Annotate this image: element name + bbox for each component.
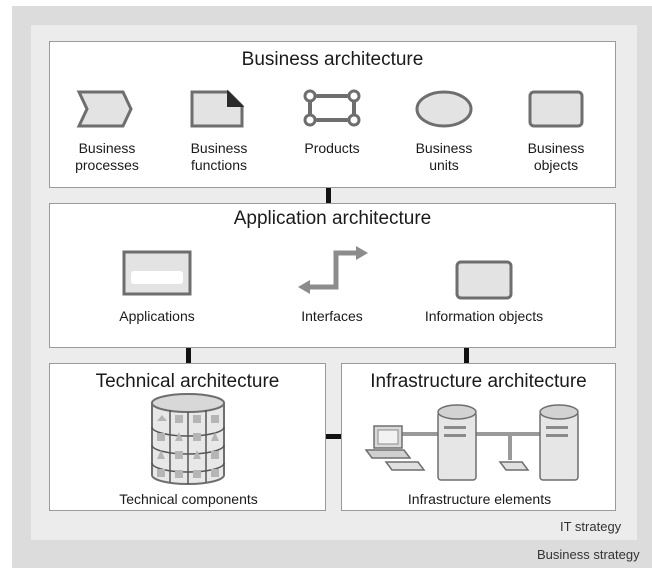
products-label: Products bbox=[304, 140, 360, 156]
infrastructure-architecture-box: Infrastructure architecture Infrastructu… bbox=[341, 363, 616, 511]
business-strategy-label: Business strategy bbox=[537, 547, 640, 562]
interface-arrows-icon bbox=[298, 246, 368, 294]
technical-components-label: Technical components bbox=[119, 491, 258, 507]
product-frame-icon bbox=[303, 89, 361, 127]
technical-architecture-title: Technical architecture bbox=[95, 371, 280, 392]
business-functions-label: Business functions bbox=[190, 140, 248, 173]
applications-label: Applications bbox=[119, 308, 195, 324]
business-objects-label: Business objects bbox=[527, 140, 585, 173]
infrastructure-architecture-title: Infrastructure architecture bbox=[370, 371, 587, 392]
business-architecture-box: Business architecture Business processes… bbox=[49, 41, 616, 188]
unit-ellipse-icon bbox=[415, 90, 473, 128]
interfaces-label: Interfaces bbox=[301, 308, 363, 324]
server-network-icon bbox=[364, 404, 579, 481]
business-units-label: Business units bbox=[415, 140, 473, 173]
application-window-icon bbox=[122, 250, 192, 296]
connector-technical-infrastructure bbox=[324, 434, 343, 439]
business-architecture-title: Business architecture bbox=[241, 49, 424, 70]
infrastructure-elements-label: Infrastructure elements bbox=[407, 491, 552, 507]
information-object-icon bbox=[455, 260, 513, 300]
connector-application-infrastructure bbox=[464, 347, 469, 364]
technical-architecture-box: Technical architecture Technical compone… bbox=[49, 363, 326, 511]
information-objects-label: Information objects bbox=[424, 308, 544, 324]
process-chevron-icon bbox=[76, 90, 133, 128]
component-cylinder-icon bbox=[151, 393, 225, 485]
application-architecture-box: Application architecture Applications In… bbox=[49, 203, 616, 348]
object-rectangle-icon bbox=[528, 90, 584, 128]
it-strategy-label: IT strategy bbox=[560, 519, 622, 534]
function-document-icon bbox=[190, 89, 245, 128]
application-architecture-title: Application architecture bbox=[233, 208, 432, 229]
business-processes-label: Business processes bbox=[75, 140, 139, 173]
connector-application-technical bbox=[186, 347, 191, 364]
connector-business-application bbox=[326, 187, 331, 205]
